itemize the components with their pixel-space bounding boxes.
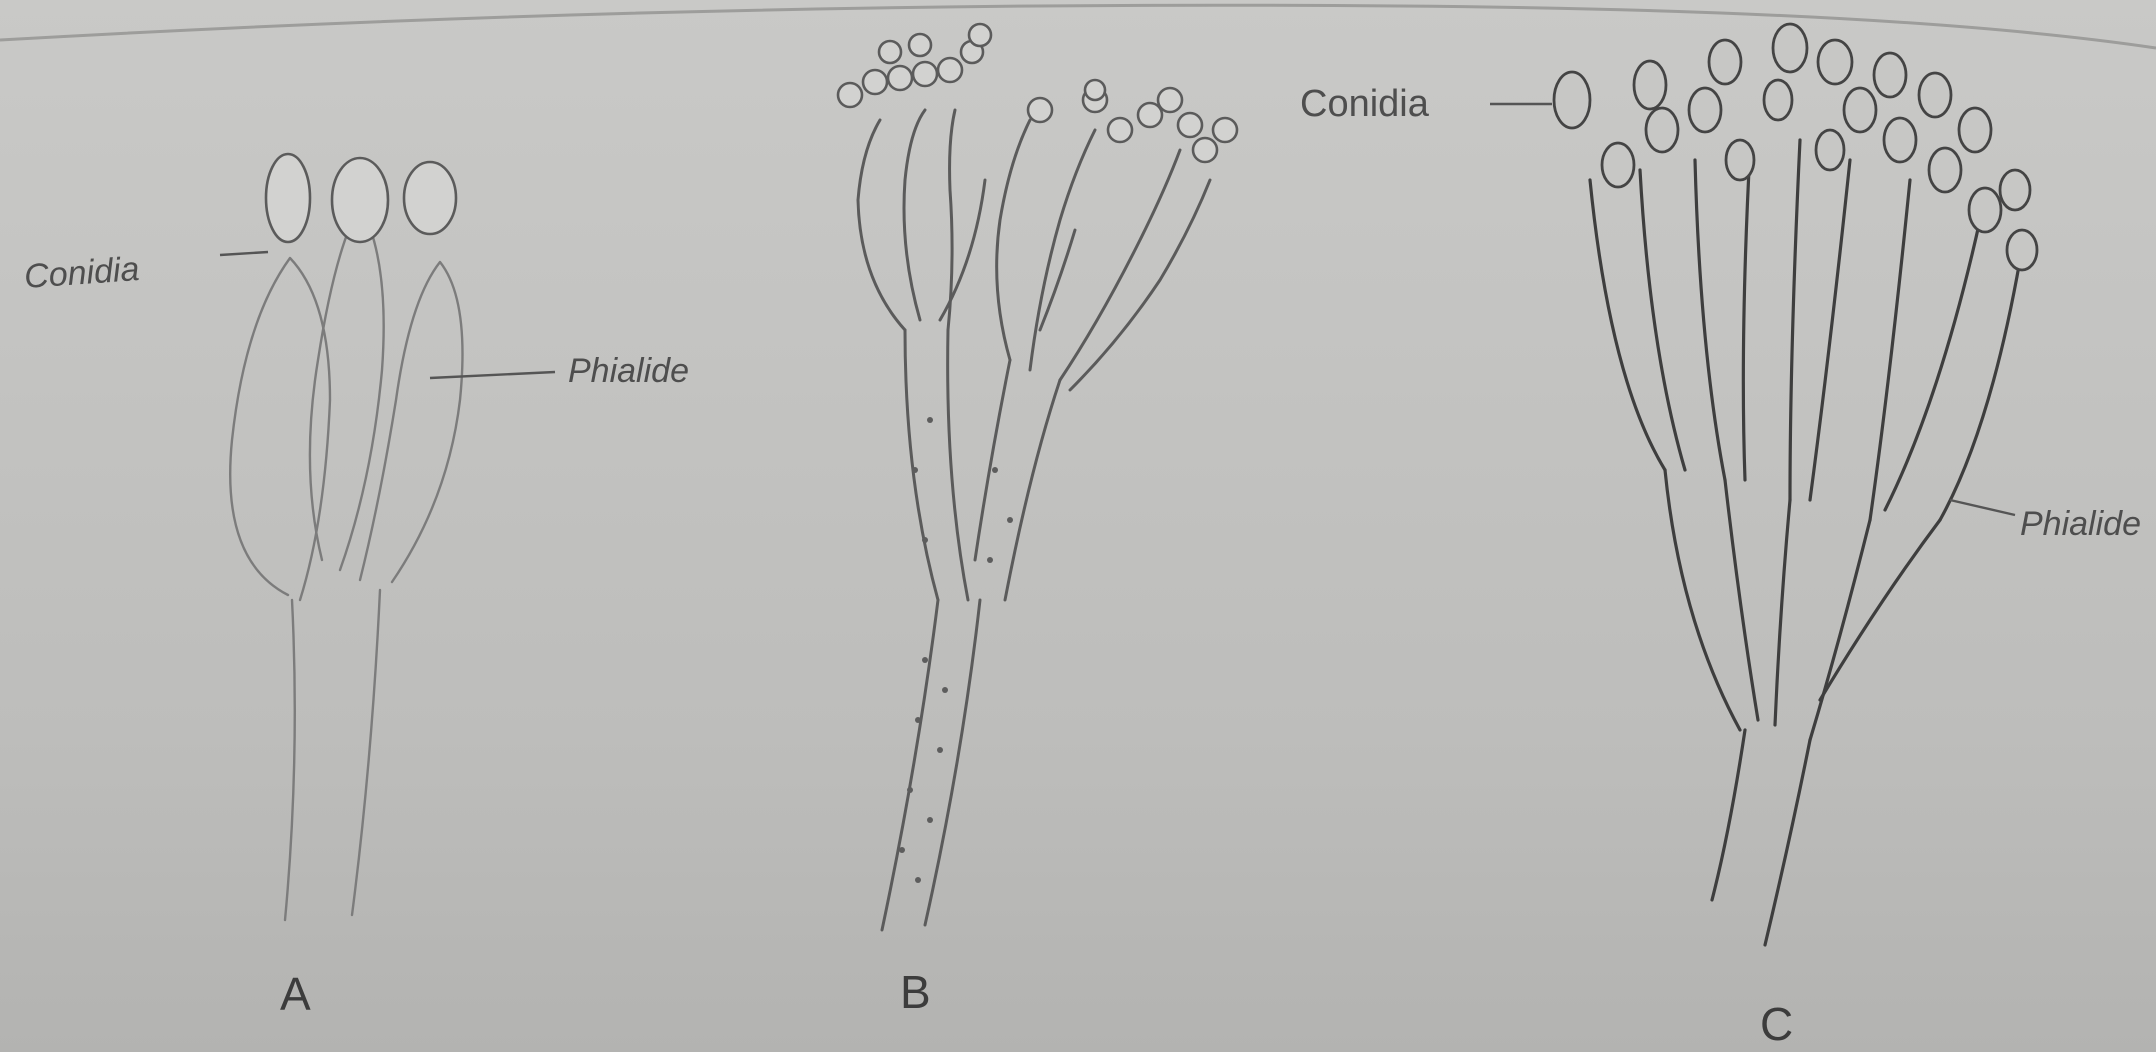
- panel-b-branch-left: [905, 330, 938, 600]
- panel-c-conidium: [1554, 72, 1590, 128]
- panel-b-conidium: [1178, 113, 1202, 137]
- panel-b-phialide: [940, 180, 985, 320]
- panel-b-conidium: [863, 70, 887, 94]
- panel-c-conidium: [2007, 230, 2037, 270]
- panel-a: Conidia Phialide A: [23, 154, 689, 1020]
- panel-b-conidium: [1213, 118, 1237, 142]
- panel-c-phialide-label: Phialide: [2020, 505, 2141, 543]
- panel-b-conidium: [1158, 88, 1182, 112]
- panel-b-stalk-left: [882, 600, 938, 930]
- panel-b-conidium: [909, 34, 931, 56]
- panel-c-conidium: [1969, 188, 2001, 232]
- panel-c-phialide: [1640, 170, 1685, 470]
- panel-b: B: [838, 24, 1237, 1018]
- panel-b-conidium: [969, 24, 991, 46]
- panel-c-conidium: [1726, 140, 1754, 180]
- panel-a-conidium: [266, 154, 310, 242]
- panel-c-conidium: [1634, 61, 1666, 109]
- panel-a-phialide-leader: [430, 372, 555, 378]
- panel-a-letter: A: [280, 968, 311, 1020]
- panel-a-conidium: [332, 158, 388, 242]
- panel-a-stalk-left: [285, 600, 295, 920]
- panel-c-conidium: [1816, 130, 1844, 170]
- panel-c-phialide: [1695, 160, 1725, 480]
- panel-a-phialide-label: Phialide: [568, 352, 689, 390]
- panel-c-conidium: [1884, 118, 1916, 162]
- panel-c-conidium: [1602, 143, 1634, 187]
- panel-c-conidium: [1874, 53, 1906, 97]
- panel-c-metula: [1725, 480, 1758, 720]
- panel-b-phialide: [1030, 130, 1095, 370]
- panel-c-letter: C: [1760, 998, 1793, 1050]
- panel-c-conidia-label: Conidia: [1300, 83, 1430, 125]
- panel-c-stipe-right: [1765, 740, 1810, 945]
- panel-c-metula: [1775, 500, 1790, 725]
- panel-c-conidium: [1818, 40, 1852, 84]
- panel-b-phialide: [904, 110, 925, 320]
- panel-c-conidium: [1764, 80, 1792, 120]
- panel-a-phialide-middle: [310, 205, 384, 570]
- panel-b-phialide: [997, 120, 1030, 360]
- panel-b-stalk-right: [925, 600, 980, 925]
- panel-b-conidium: [879, 41, 901, 63]
- panel-c-conidium: [1959, 108, 1991, 152]
- panel-c-conidium: [1709, 40, 1741, 84]
- panel-b-phialide: [1060, 150, 1180, 380]
- panel-b-conidium: [1108, 118, 1132, 142]
- panel-c-phialide-leader: [1950, 500, 2015, 515]
- panel-b-conidium: [913, 62, 937, 86]
- panel-c-conidium: [1646, 108, 1678, 152]
- panel-b-phialide: [1070, 180, 1210, 390]
- panel-c: Conidia Phialide C: [1300, 24, 2141, 1050]
- panel-a-conidia-leader: [220, 252, 268, 255]
- panel-b-letter: B: [900, 966, 931, 1018]
- panel-c-conidium: [1773, 24, 1807, 72]
- panel-a-conidium: [404, 162, 456, 234]
- panel-c-phialide: [1743, 150, 1750, 480]
- panel-a-conidia-label: Conidia: [23, 250, 141, 296]
- panel-b-phialide: [858, 120, 905, 330]
- panel-c-metula: [1820, 520, 1940, 700]
- panel-b-branch-left-inner: [948, 330, 968, 600]
- panel-b-conidium: [938, 58, 962, 82]
- panel-b-conidium: [1028, 98, 1052, 122]
- panel-c-conidium: [1844, 88, 1876, 132]
- panel-c-conidium: [1919, 73, 1951, 117]
- panel-c-phialide: [1790, 140, 1800, 500]
- panel-b-conidium: [1085, 80, 1105, 100]
- panel-b-conidium: [888, 66, 912, 90]
- panel-c-metula: [1810, 520, 1870, 740]
- panel-b-conidium: [838, 83, 862, 107]
- panel-c-stipe-left: [1712, 730, 1745, 900]
- panel-c-conidium: [1689, 88, 1721, 132]
- panel-b-conidium: [1138, 103, 1162, 127]
- panel-b-branch-right-inner: [975, 360, 1010, 560]
- panel-c-conidium: [1929, 148, 1961, 192]
- panel-c-phialide: [1940, 260, 2020, 520]
- panel-c-conidium: [2000, 170, 2030, 210]
- panel-c-phialide: [1810, 160, 1850, 500]
- panel-a-stalk-right: [352, 590, 380, 915]
- panel-a-phialide-left: [230, 258, 330, 600]
- panel-b-conidium: [1193, 138, 1217, 162]
- panel-b-branch-right: [1005, 380, 1060, 600]
